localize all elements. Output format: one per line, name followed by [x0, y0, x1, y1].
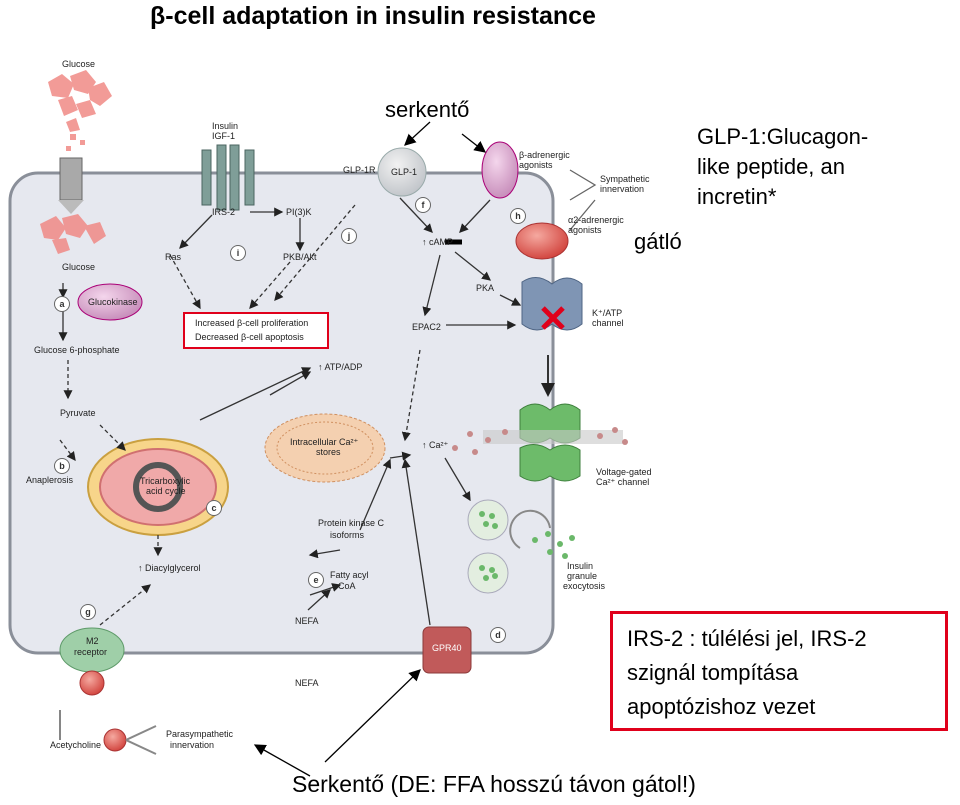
label-ca-stores-1: Intracellular Ca²⁺ — [290, 437, 359, 447]
info-line-3: apoptózishoz vezet — [627, 694, 816, 719]
label-dag: ↑ Diacylglycerol — [138, 563, 201, 573]
annotation-bottom: Serkentő (DE: FFA hosszú távon gátol!) — [292, 771, 696, 797]
label-katp-2: channel — [592, 318, 624, 328]
alpha2-adrenergic-receptor — [515, 222, 569, 260]
step-letter-f: f — [415, 197, 431, 213]
label-ras: Ras — [165, 252, 182, 262]
insulin-receptor — [201, 144, 255, 211]
label-vgcc-2: Ca²⁺ channel — [596, 477, 650, 487]
glp1-receptor — [377, 147, 427, 197]
label-exo-1: Insulin — [567, 561, 594, 571]
gpr40 — [422, 626, 472, 674]
info-line-2: szignál tompítása — [627, 660, 799, 685]
label-glp1r: GLP-1R — [343, 165, 376, 175]
label-katp-1: K⁺/ATP — [592, 308, 623, 318]
insulin-granule-1 — [467, 499, 509, 541]
label-fattyacyl-2: CoA — [338, 581, 356, 591]
proliferation-box: Increased β-cell proliferation Decreased… — [183, 312, 329, 349]
label-fattyacyl-1: Fatty acyl — [330, 570, 369, 580]
label-a2adr-2: agonists — [568, 225, 602, 235]
label-m2-2: receptor — [74, 647, 108, 657]
glucose-transporter — [59, 157, 83, 201]
annotation-glp1-line3: incretin* — [697, 184, 777, 209]
label-symp-1: Sympathetic — [600, 174, 650, 184]
step-letter-h: h — [510, 208, 526, 224]
step-letter-a: a — [54, 296, 70, 312]
info-box: IRS-2 : túlélési jel, IRS-2 szignál tomp… — [610, 611, 948, 731]
annotation-gatlo: gátló — [634, 229, 682, 254]
label-glp1: GLP-1 — [391, 167, 418, 177]
label-para-1: Parasympathetic — [166, 729, 234, 739]
label-anaplerosis: Anaplerosis — [26, 475, 74, 485]
label-badr-2: agonists — [519, 160, 553, 170]
annotation-serkento: serkentő — [385, 97, 470, 122]
insulin-granule-2 — [467, 552, 509, 594]
step-letter-e: e — [308, 572, 324, 588]
label-insulin: Insulin — [212, 121, 239, 131]
title: β-cell adaptation in insulin resistance — [150, 2, 596, 30]
label-atpadp: ↑ ATP/ADP — [318, 362, 363, 372]
label-nefa-1: NEFA — [295, 616, 319, 626]
label-pkb: PKB/Akt — [283, 252, 317, 262]
label-symp-2: innervation — [600, 184, 645, 194]
label-vgcc-1: Voltage-gated — [596, 467, 652, 477]
label-ca: ↑ Ca²⁺ — [422, 440, 449, 450]
label-tca-2: acid cycle — [146, 486, 186, 496]
step-letter-g: g — [80, 604, 96, 620]
label-pkc-1: Protein kinase C — [318, 518, 385, 528]
step-letter-b: b — [54, 458, 70, 474]
label-m2-1: M2 — [86, 636, 99, 646]
label-pyruvate: Pyruvate — [60, 408, 96, 418]
step-letter-i: i — [230, 245, 246, 261]
step-letter-c: c — [206, 500, 222, 516]
annotation-glp1-line2: like peptide, an — [697, 154, 845, 179]
label-glucokinase: Glucokinase — [88, 297, 138, 307]
label-acetylcholine: Acetycholine — [50, 740, 102, 750]
glucokinase — [77, 283, 143, 321]
label-irs2: IRS-2 — [212, 207, 236, 217]
proliferation-line-1: Increased β-cell proliferation — [195, 318, 309, 328]
label-pi3k: PI(3)K — [286, 207, 312, 217]
label-a2adr-1: α2-adrenergic — [568, 215, 624, 225]
label-epac2: EPAC2 — [412, 322, 441, 332]
glucose-crystals — [40, 70, 112, 254]
label-tca-1: Tricarboxylic — [140, 476, 191, 486]
label-gpr40: GPR40 — [432, 643, 462, 653]
label-ca-stores-2: stores — [316, 447, 341, 457]
acetylcholine — [103, 728, 127, 752]
info-line-1: IRS-2 : túlélési jel, IRS-2 — [627, 626, 867, 651]
label-badr-1: β-adrenergic — [519, 150, 570, 160]
label-pkc-2: isoforms — [330, 530, 365, 540]
label-g6p: Glucose 6-phosphate — [34, 345, 120, 355]
proliferation-line-2: Decreased β-cell apoptosis — [195, 332, 304, 342]
label-igf1: IGF-1 — [212, 131, 236, 141]
label-pka: PKA — [476, 283, 495, 293]
label-exo-2: granule — [567, 571, 598, 581]
step-letter-j: j — [341, 228, 357, 244]
ca-stores — [264, 413, 386, 483]
label-exo-3: exocytosis — [563, 581, 606, 591]
label-nefa-2: NEFA — [295, 678, 319, 688]
beta-adrenergic-receptor — [481, 141, 519, 199]
label-glucose-top: Glucose — [62, 59, 96, 69]
step-letter-d: d — [490, 627, 506, 643]
label-camp: ↑ cAMP — [422, 237, 454, 247]
label-para-2: innervation — [170, 740, 215, 750]
katp-channel — [521, 277, 583, 331]
annotation-glp1-line1: GLP-1:Glucagon- — [697, 124, 869, 149]
label-glucose: Glucose — [62, 262, 96, 272]
